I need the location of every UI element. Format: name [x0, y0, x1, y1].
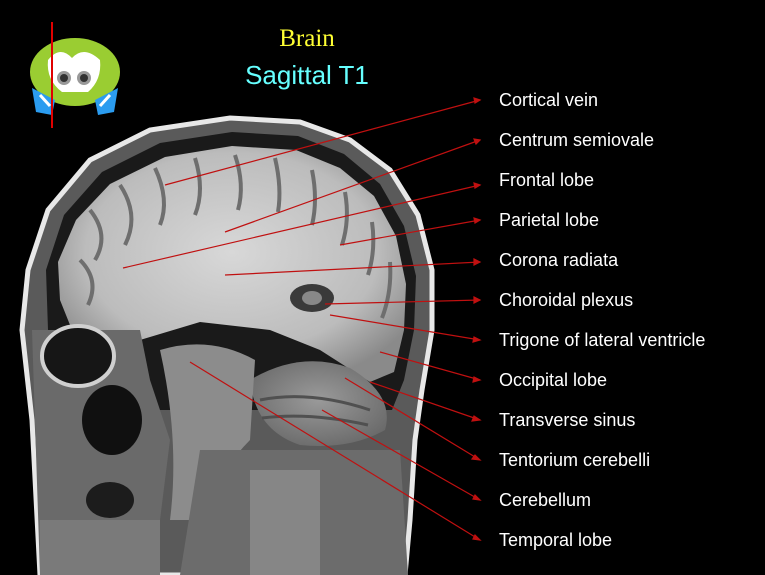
label-centrum-semiovale: Centrum semiovale	[499, 130, 655, 150]
pointer-lines	[122, 97, 482, 541]
label-occipital-lobe: Occipital lobe	[499, 370, 608, 390]
figure-title: Brain	[279, 25, 335, 52]
label-transverse-sinus: Transverse sinus	[499, 410, 636, 430]
cerebrum	[58, 146, 406, 382]
label-tentorium-cerebelli: Tentorium cerebelli	[499, 450, 651, 470]
label-frontal-lobe: Frontal lobe	[499, 170, 595, 190]
label-cerebellum: Cerebellum	[499, 490, 592, 510]
brainstem	[160, 344, 255, 520]
label-trigone: Trigone of lateral ventricle	[499, 330, 706, 350]
orbit	[40, 324, 116, 388]
coronal-thumbnail	[30, 22, 120, 128]
label-corona-radiata: Corona radiata	[499, 250, 619, 270]
gyri	[78, 154, 393, 319]
label-choroidal-plexus: Choroidal plexus	[499, 290, 634, 310]
label-parietal-lobe: Parietal lobe	[499, 210, 600, 230]
label-cortical-vein: Cortical vein	[499, 90, 599, 110]
figure-subtitle: Sagittal T1	[245, 60, 369, 90]
label-temporal-lobe: Temporal lobe	[499, 530, 613, 550]
